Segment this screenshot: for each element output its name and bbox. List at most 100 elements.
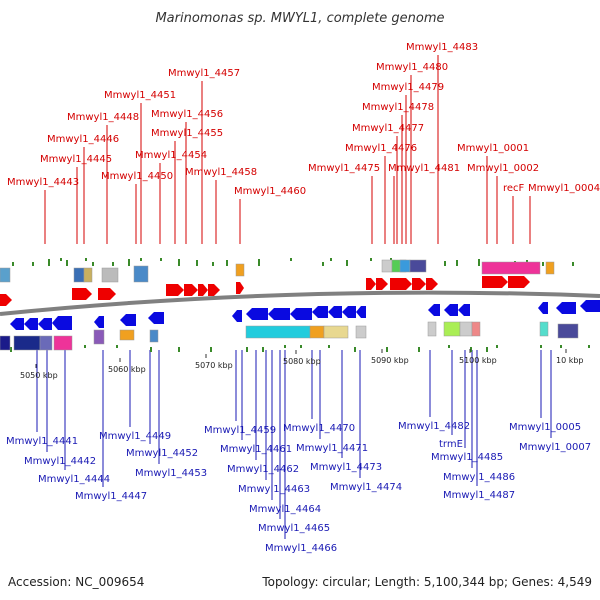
top-gene-label: Mmwyl1_4445 bbox=[40, 154, 112, 165]
reverse-gene-arrow bbox=[290, 308, 312, 320]
bottom-gene-label: Mmwyl1_4447 bbox=[75, 491, 147, 502]
scale-label: 5090 kbp bbox=[371, 356, 409, 365]
bottom-leader-lines bbox=[36, 350, 552, 539]
bottom-gene-label: Mmwyl1_4473 bbox=[310, 462, 382, 473]
gc-tick bbox=[246, 347, 248, 352]
gc-tick bbox=[226, 260, 228, 266]
bottom-gene-label: Mmwyl1_4465 bbox=[258, 523, 330, 534]
reverse-gene-arrow bbox=[428, 304, 440, 316]
forward-gene-arrow bbox=[198, 284, 208, 296]
gc-tick bbox=[300, 345, 302, 348]
forward-gene-arrow bbox=[426, 278, 438, 290]
feature-box bbox=[459, 321, 473, 337]
top-gene-label: Mmwyl1_4483 bbox=[406, 42, 478, 53]
reverse-gene-arrow bbox=[458, 304, 470, 316]
gc-tick bbox=[92, 262, 94, 266]
feature-box bbox=[53, 335, 73, 351]
top-leader-lines bbox=[44, 55, 531, 244]
gc-tick bbox=[60, 258, 62, 261]
gc-tick bbox=[330, 258, 332, 261]
gc-tick bbox=[85, 258, 87, 261]
top-gene-label: Mmwyl1_4481 bbox=[388, 163, 460, 174]
top-gene-label: Mmwyl1_4457 bbox=[168, 68, 240, 79]
gc-tick bbox=[478, 259, 480, 266]
gc-tick bbox=[540, 345, 542, 348]
feature-box bbox=[39, 335, 53, 351]
bottom-gene-labels: Mmwyl1_4441Mmwyl1_4442Mmwyl1_4444Mmwyl1_… bbox=[6, 421, 591, 554]
bottom-gene-label: Mmwyl1_4459 bbox=[204, 425, 276, 436]
gc-tick bbox=[178, 347, 180, 352]
top-gene-label: Mmwyl1_4480 bbox=[376, 62, 448, 73]
reverse-gene-arrow bbox=[120, 314, 136, 326]
bottom-gene-label: Mmwyl1_4452 bbox=[126, 448, 198, 459]
bottom-gene-label: Mmwyl1_4487 bbox=[443, 490, 515, 501]
gc-tick bbox=[418, 347, 420, 352]
bottom-gene-label: Mmwyl1_0005 bbox=[509, 422, 581, 433]
bottom-gene-label: Mmwyl1_4486 bbox=[443, 472, 515, 483]
forward-gene-arrow bbox=[482, 276, 508, 288]
reverse-gene-arrow bbox=[10, 318, 24, 330]
forward-gene-arrow bbox=[376, 278, 388, 290]
gc-tick bbox=[444, 261, 446, 266]
bottom-gene-label: Mmwyl1_4462 bbox=[227, 464, 299, 475]
reverse-gene-arrow bbox=[342, 306, 356, 318]
gc-tick bbox=[32, 262, 34, 266]
gc-tick bbox=[496, 345, 498, 348]
gc-tick bbox=[390, 258, 392, 261]
top-gene-label: Mmwyl1_4451 bbox=[104, 90, 176, 101]
reverse-gene-arrow bbox=[312, 306, 328, 318]
gc-tick bbox=[84, 345, 86, 348]
bottom-gene-label: trmE bbox=[439, 439, 463, 450]
feature-boxes bbox=[0, 259, 579, 351]
gc-tick bbox=[284, 345, 286, 348]
gc-tick bbox=[258, 259, 260, 266]
gc-tick bbox=[486, 347, 488, 352]
accession-text: Accession: NC_009654 bbox=[8, 575, 144, 589]
feature-box bbox=[0, 335, 11, 351]
bottom-gene-label: Mmwyl1_4442 bbox=[24, 456, 96, 467]
top-gene-label: Mmwyl1_4477 bbox=[352, 123, 424, 134]
feature-box bbox=[399, 259, 411, 273]
feature-box bbox=[355, 325, 367, 339]
top-gene-label: Mmwyl1_0002 bbox=[467, 163, 539, 174]
gc-tick bbox=[448, 345, 450, 348]
reverse-gene-arrow bbox=[356, 306, 366, 318]
gc-tick bbox=[178, 259, 180, 266]
bottom-gene-label: Mmwyl1_4463 bbox=[238, 484, 310, 495]
feature-box bbox=[133, 265, 149, 283]
top-gene-labels: Mmwyl1_4483Mmwyl1_4480Mmwyl1_4457Mmwyl1_… bbox=[7, 42, 600, 197]
gc-tick bbox=[290, 258, 292, 261]
reverse-gene-arrow bbox=[246, 308, 268, 320]
top-gene-label: Mmwyl1_4458 bbox=[185, 167, 257, 178]
feature-box bbox=[83, 267, 93, 283]
gc-tick bbox=[48, 259, 50, 266]
top-gene-label: Mmwyl1_4446 bbox=[47, 134, 119, 145]
feature-box bbox=[235, 263, 245, 277]
reverse-gene-arrow bbox=[232, 310, 242, 322]
reverse-strand-genes bbox=[10, 300, 600, 330]
bottom-gene-label: Mmwyl1_4466 bbox=[265, 543, 337, 554]
scale-label: 5100 kbp bbox=[459, 356, 497, 365]
map-title: Marinomonas sp. MWYL1, complete genome bbox=[155, 11, 444, 26]
gc-tick bbox=[322, 262, 324, 266]
bottom-gene-label: Mmwyl1_4464 bbox=[249, 504, 321, 515]
scale-label: 5080 kbp bbox=[283, 357, 321, 366]
top-gene-label: Mmwyl1_4478 bbox=[362, 102, 434, 113]
topology-text: Topology: circular; Length: 5,100,344 bp… bbox=[261, 575, 592, 589]
feature-box bbox=[0, 267, 11, 283]
gc-tick bbox=[354, 347, 356, 352]
reverse-gene-arrow bbox=[444, 304, 458, 316]
forward-gene-arrow bbox=[184, 284, 198, 296]
forward-gene-arrow bbox=[0, 294, 12, 306]
scale-label: 5070 kbp bbox=[195, 361, 233, 370]
genome-backbone bbox=[0, 290, 600, 316]
bottom-gene-label: Mmwyl1_4471 bbox=[296, 443, 368, 454]
feature-box bbox=[427, 321, 437, 337]
gc-tick bbox=[66, 260, 68, 266]
forward-gene-arrow bbox=[366, 278, 376, 290]
feature-box bbox=[481, 261, 541, 275]
gc-tick bbox=[116, 345, 118, 348]
gc-tick bbox=[262, 347, 264, 352]
top-gene-label: Mmwyl1_4456 bbox=[151, 109, 223, 120]
